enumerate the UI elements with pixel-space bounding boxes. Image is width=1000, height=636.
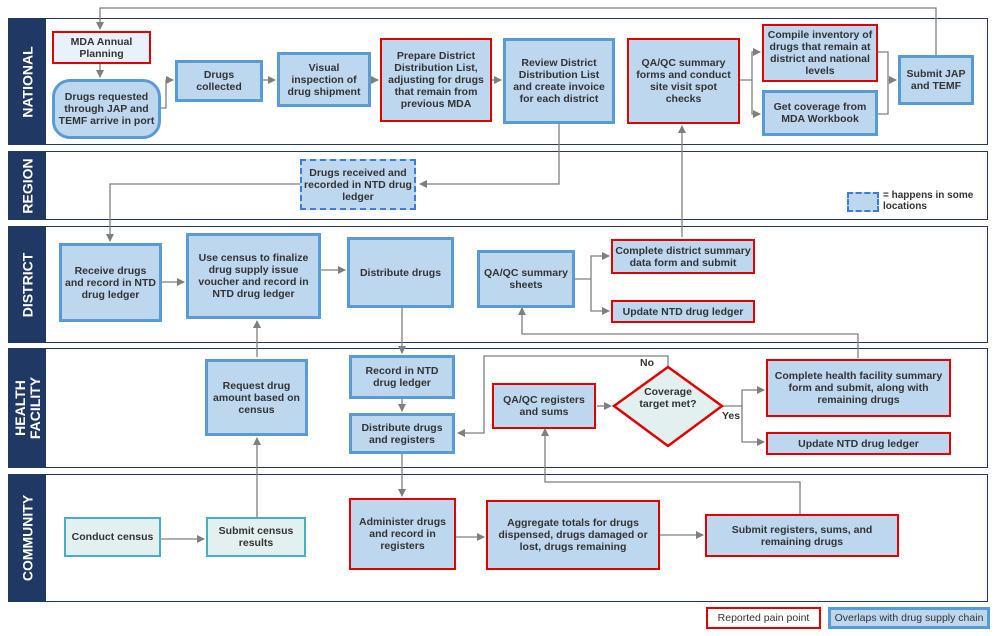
no-label: No: [640, 357, 654, 369]
submit-census-results: Submit census results: [206, 517, 306, 557]
legend-overlaps: Overlaps with drug supply chain: [828, 607, 990, 629]
coverage-target-label: Coverage target met?: [639, 386, 697, 410]
legend-pain-point: Reported pain point: [706, 607, 821, 629]
distribute-drugs-registers: Distribute drugs and registers: [349, 413, 455, 454]
drugs-requested-arrive: Drugs requested through JAP and TEMF arr…: [52, 79, 161, 139]
receive-drugs: Receive drugs and record in NTD drug led…: [59, 243, 162, 322]
get-coverage-workbook: Get coverage from MDA Workbook: [762, 90, 878, 136]
lane-label-health-facility: HEALTH FACILITY: [9, 349, 46, 467]
request-drug-amount: Request drug amount based on census: [205, 359, 308, 436]
lane-label-region: REGION: [9, 152, 46, 219]
mda-annual-planning: MDA Annual Planning: [52, 31, 151, 64]
visual-inspection: Visual inspection of drug shipment: [277, 52, 371, 107]
aggregate-totals: Aggregate totals for drugs dispensed, dr…: [486, 500, 660, 570]
drugs-collected: Drugs collected: [175, 60, 263, 102]
legend-dashed-swatch: [847, 192, 879, 212]
distribute-drugs-district: Distribute drugs: [347, 237, 454, 308]
lane-region: REGION: [8, 151, 988, 220]
complete-district-summary: Complete district summary data form and …: [611, 239, 755, 274]
complete-facility-summary: Complete health facility summary form an…: [766, 359, 951, 417]
use-census-finalize: Use census to finalize drug supply issue…: [186, 233, 321, 319]
update-ntd-ledger-facility: Update NTD drug ledger: [766, 432, 951, 455]
prepare-distribution-list: Prepare District Distribution List, adju…: [380, 38, 492, 122]
yes-label: Yes: [722, 410, 741, 422]
record-ntd-ledger: Record in NTD drug ledger: [349, 355, 455, 399]
qaqc-summary-forms: QA/QC summary forms and conduct site vis…: [627, 38, 740, 124]
lane-label-community: COMMUNITY: [9, 475, 46, 601]
lane-label-national: NATIONAL: [9, 19, 46, 144]
submit-jap-temf: Submit JAP and TEMF: [898, 55, 974, 105]
lane-label-district: DISTRICT: [9, 227, 46, 342]
review-distribution-list: Review District Distribution List and cr…: [503, 38, 615, 124]
qaqc-registers-sums: QA/QC registers and sums: [492, 383, 596, 429]
drugs-received-region: Drugs received and recorded in NTD drug …: [300, 159, 416, 210]
conduct-census: Conduct census: [64, 517, 161, 557]
qaqc-summary-sheets: QA/QC summary sheets: [477, 250, 575, 308]
legend-dashed-label: = happens in some locations: [883, 190, 974, 212]
compile-inventory: Compile inventory of drugs that remain a…: [762, 24, 878, 82]
update-ntd-ledger-district: Update NTD drug ledger: [611, 300, 755, 323]
administer-drugs: Administer drugs and record in registers: [349, 498, 456, 570]
submit-registers-sums: Submit registers, sums, and remaining dr…: [705, 514, 899, 557]
